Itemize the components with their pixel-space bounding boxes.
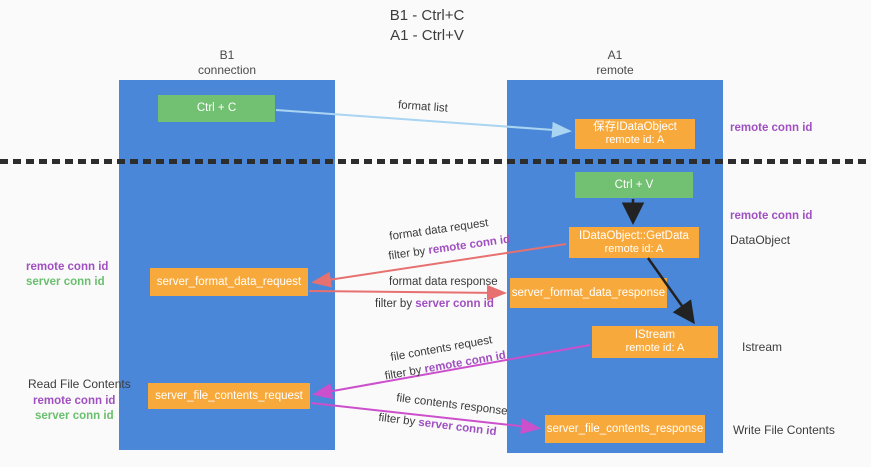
node-server-file-contents-request-label: server_file_contents_request <box>155 389 303 402</box>
node-ctrl-c: Ctrl + C <box>158 95 275 122</box>
server-conn-id-text: server conn id <box>417 416 498 439</box>
node-idataobject-getdata-line1: IDataObject::GetData <box>579 229 689 242</box>
diagram-title: B1 - Ctrl+C A1 - Ctrl+V <box>0 6 854 46</box>
node-server-file-contents-response-label: server_file_contents_response <box>546 422 704 435</box>
node-server-file-contents-response: server_file_contents_response <box>545 415 705 443</box>
node-server-format-data-request-label: server_format_data_request <box>156 275 302 288</box>
node-idataobject-getdata-line2: remote id: A <box>604 242 664 255</box>
filter-by-text: filter by <box>387 244 430 263</box>
title-line-2: A1 - Ctrl+V <box>390 27 464 44</box>
node-server-format-data-request: server_format_data_request <box>150 268 308 296</box>
side-label-read-file-contents: Read File Contents <box>28 377 131 391</box>
node-save-idataobject-line2: remote id: A <box>605 134 665 146</box>
side-label-server-conn-id-left-1: server conn id <box>26 276 105 288</box>
label-format-data-response: format data response <box>389 276 498 288</box>
node-idataobject-getdata: IDataObject::GetData remote id: A <box>569 227 699 258</box>
side-label-dataobject: DataObject <box>730 233 791 247</box>
side-label-istream: Istream <box>742 340 783 354</box>
right-column-header: A1 remote <box>507 48 723 78</box>
label-format-data-response-filter: filter by server conn id <box>375 298 494 310</box>
node-server-file-contents-request: server_file_contents_request <box>148 383 310 409</box>
label-file-contents-response-filter: filter by server conn id <box>378 412 497 438</box>
filter-by-text: filter by <box>377 411 420 429</box>
left-column-header: B1 connection <box>119 48 335 78</box>
left-column-name: B1 <box>219 48 235 62</box>
node-ctrl-v: Ctrl + V <box>575 172 693 198</box>
node-ctrl-v-label: Ctrl + V <box>614 178 654 191</box>
node-istream-line1: IStream <box>634 329 676 341</box>
side-label-remote-conn-id-top-right: remote conn id <box>730 122 813 134</box>
side-label-remote-conn-id-left-1: remote conn id <box>26 261 109 273</box>
filter-by-text: filter by <box>383 363 426 383</box>
label-format-list: format list <box>397 99 449 115</box>
right-column-name: A1 <box>607 48 623 62</box>
node-server-format-data-response: server_format_data_response <box>510 278 667 308</box>
node-istream-line2: remote id: A <box>625 342 685 354</box>
node-save-idataobject-line1: 保存IDataObject <box>593 121 677 133</box>
node-server-format-data-response-label: server_format_data_response <box>511 286 666 299</box>
node-istream: IStream remote id: A <box>592 326 718 358</box>
node-save-idataobject: 保存IDataObject remote id: A <box>575 119 695 149</box>
side-label-remote-conn-id-left-2: remote conn id <box>33 395 116 407</box>
label-file-contents-response: file contents response <box>395 392 509 418</box>
remote-conn-id-text: remote conn id <box>427 233 511 257</box>
phase-divider-dashed-line <box>0 159 871 164</box>
arrow-format-data-response <box>308 284 507 301</box>
right-column-role: remote <box>596 63 634 77</box>
side-label-write-file-contents: Write File Contents <box>733 423 835 437</box>
title-line-1: B1 - Ctrl+C <box>389 7 465 24</box>
side-label-remote-conn-id-mid-right: remote conn id <box>730 210 813 222</box>
filter-by-text: filter by <box>375 298 416 310</box>
side-label-server-conn-id-left-2: server conn id <box>35 410 114 422</box>
node-ctrl-c-label: Ctrl + C <box>196 102 237 114</box>
server-conn-id-text: server conn id <box>415 298 494 310</box>
left-column-role: connection <box>197 63 257 77</box>
